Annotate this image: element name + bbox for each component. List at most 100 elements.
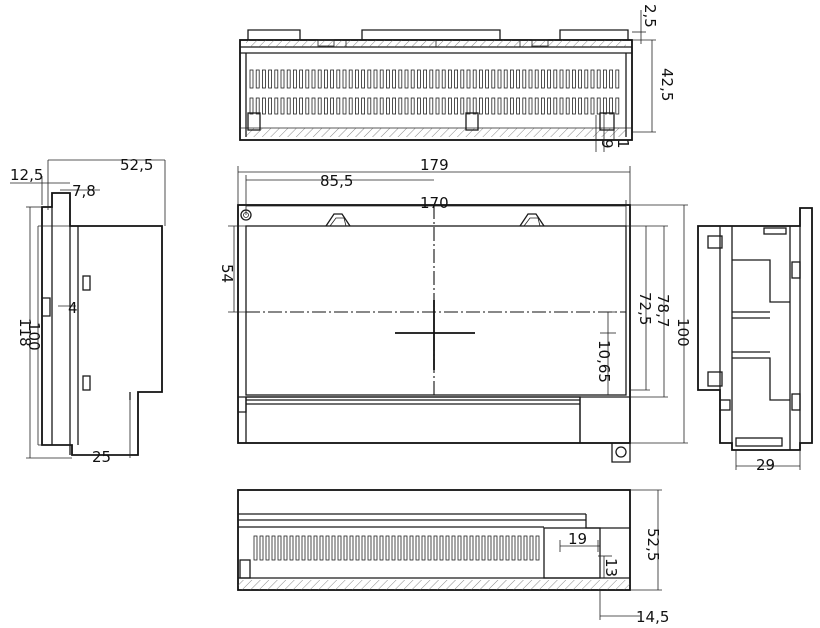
vent-slot xyxy=(485,97,490,115)
vent-slot xyxy=(317,69,322,89)
vent-slot xyxy=(454,97,459,115)
vent-slot xyxy=(367,69,372,89)
vent-slot xyxy=(292,69,297,89)
vent-slot xyxy=(435,69,440,89)
vent-slot xyxy=(410,69,415,89)
vent-slot xyxy=(472,69,477,89)
vent-slot xyxy=(516,69,520,89)
vent-slot xyxy=(292,97,297,115)
vent-slot xyxy=(325,535,330,561)
vent-slot xyxy=(283,535,288,561)
vent-slot xyxy=(565,69,570,89)
vent-slot xyxy=(511,535,516,561)
vent-slot xyxy=(277,535,282,561)
front-view xyxy=(228,166,688,463)
vent-slot xyxy=(590,69,595,89)
vent-slot xyxy=(280,97,285,115)
dim-left-width: 52,5 xyxy=(120,156,153,174)
vent-slot xyxy=(379,97,384,115)
right-view xyxy=(697,207,813,470)
vent-slot xyxy=(503,97,508,115)
vent-slot xyxy=(274,97,279,115)
bottom-view xyxy=(237,489,662,620)
vent-slot xyxy=(445,535,450,561)
vent-slot xyxy=(397,535,402,561)
vent-slot xyxy=(441,97,446,115)
vent-slot xyxy=(615,69,620,89)
vent-slot xyxy=(307,535,312,561)
vent-slot xyxy=(491,69,496,89)
vent-slot xyxy=(497,97,502,115)
vent-slot xyxy=(553,69,558,89)
vent-slot xyxy=(385,69,390,89)
vent-slot xyxy=(559,69,564,89)
dim-bottom-slot-w: 19 xyxy=(568,530,587,548)
vent-slot xyxy=(497,69,502,89)
vent-slot xyxy=(409,535,414,561)
vent-slot xyxy=(367,535,372,561)
vent-slot xyxy=(391,535,396,561)
vent-slot xyxy=(441,69,446,89)
vent-slot xyxy=(305,97,310,115)
vent-slot xyxy=(280,69,285,89)
dim-front-half-width: 85,5 xyxy=(320,172,353,190)
vent-slot xyxy=(584,69,589,89)
vent-slot xyxy=(330,97,335,115)
vent-slot xyxy=(493,535,498,561)
vent-slot xyxy=(398,97,403,115)
vent-slot xyxy=(253,535,258,561)
vent-slot xyxy=(373,69,378,89)
vent-slot xyxy=(319,535,324,561)
vent-slot xyxy=(373,535,378,561)
vent-slot xyxy=(337,535,342,561)
vent-slot xyxy=(517,535,522,561)
vent-slot xyxy=(295,535,300,561)
dim-right-depth: 29 xyxy=(756,456,775,474)
dim-left-total-height: 118 xyxy=(16,318,34,347)
vent-slot xyxy=(379,69,384,89)
vent-slot xyxy=(289,535,294,561)
dim-front-inner-width: 170 xyxy=(420,194,449,212)
vent-slot xyxy=(342,97,347,115)
vent-slot xyxy=(255,97,260,115)
vent-slot xyxy=(301,535,306,561)
vent-slot xyxy=(268,69,273,89)
vent-slot xyxy=(286,69,291,89)
vent-slot xyxy=(299,69,304,89)
vent-slot xyxy=(578,97,582,115)
vent-slot xyxy=(342,69,347,89)
vent-slot xyxy=(478,97,483,115)
vent-slot xyxy=(398,69,403,89)
vent-slot xyxy=(271,535,276,561)
vent-slot xyxy=(596,69,601,89)
vent-slot xyxy=(534,97,539,115)
vent-slot xyxy=(348,69,353,89)
vent-slot xyxy=(460,69,465,89)
vent-slot xyxy=(336,97,341,115)
vent-slot xyxy=(416,97,421,115)
vent-slot xyxy=(505,535,510,561)
dim-left-small: 7,8 xyxy=(72,182,96,200)
vent-slot xyxy=(499,535,504,561)
dim-front-height-78: 78,7 xyxy=(654,294,672,327)
dim-front-total-height: 100 xyxy=(674,318,692,347)
vent-slot xyxy=(485,69,490,89)
dim-top-small-b: 1 xyxy=(614,139,632,149)
vent-slot xyxy=(410,97,415,115)
dim-left-inner-height: 100 xyxy=(25,322,43,351)
vent-slot xyxy=(343,535,348,561)
vent-slot xyxy=(354,69,359,89)
dim-front-total-width: 179 xyxy=(420,156,449,174)
vent-slot xyxy=(478,69,483,89)
vent-slot xyxy=(457,535,462,561)
vent-slot xyxy=(451,535,456,561)
top-vent-slots xyxy=(249,69,620,115)
vent-slot xyxy=(429,97,434,115)
vent-slot xyxy=(255,69,260,89)
dim-left-base: 25 xyxy=(92,448,111,466)
vent-slot xyxy=(361,69,366,89)
vent-slot xyxy=(249,97,254,115)
vent-slot xyxy=(323,69,328,89)
vent-slot xyxy=(286,97,291,115)
top-view xyxy=(239,10,656,152)
